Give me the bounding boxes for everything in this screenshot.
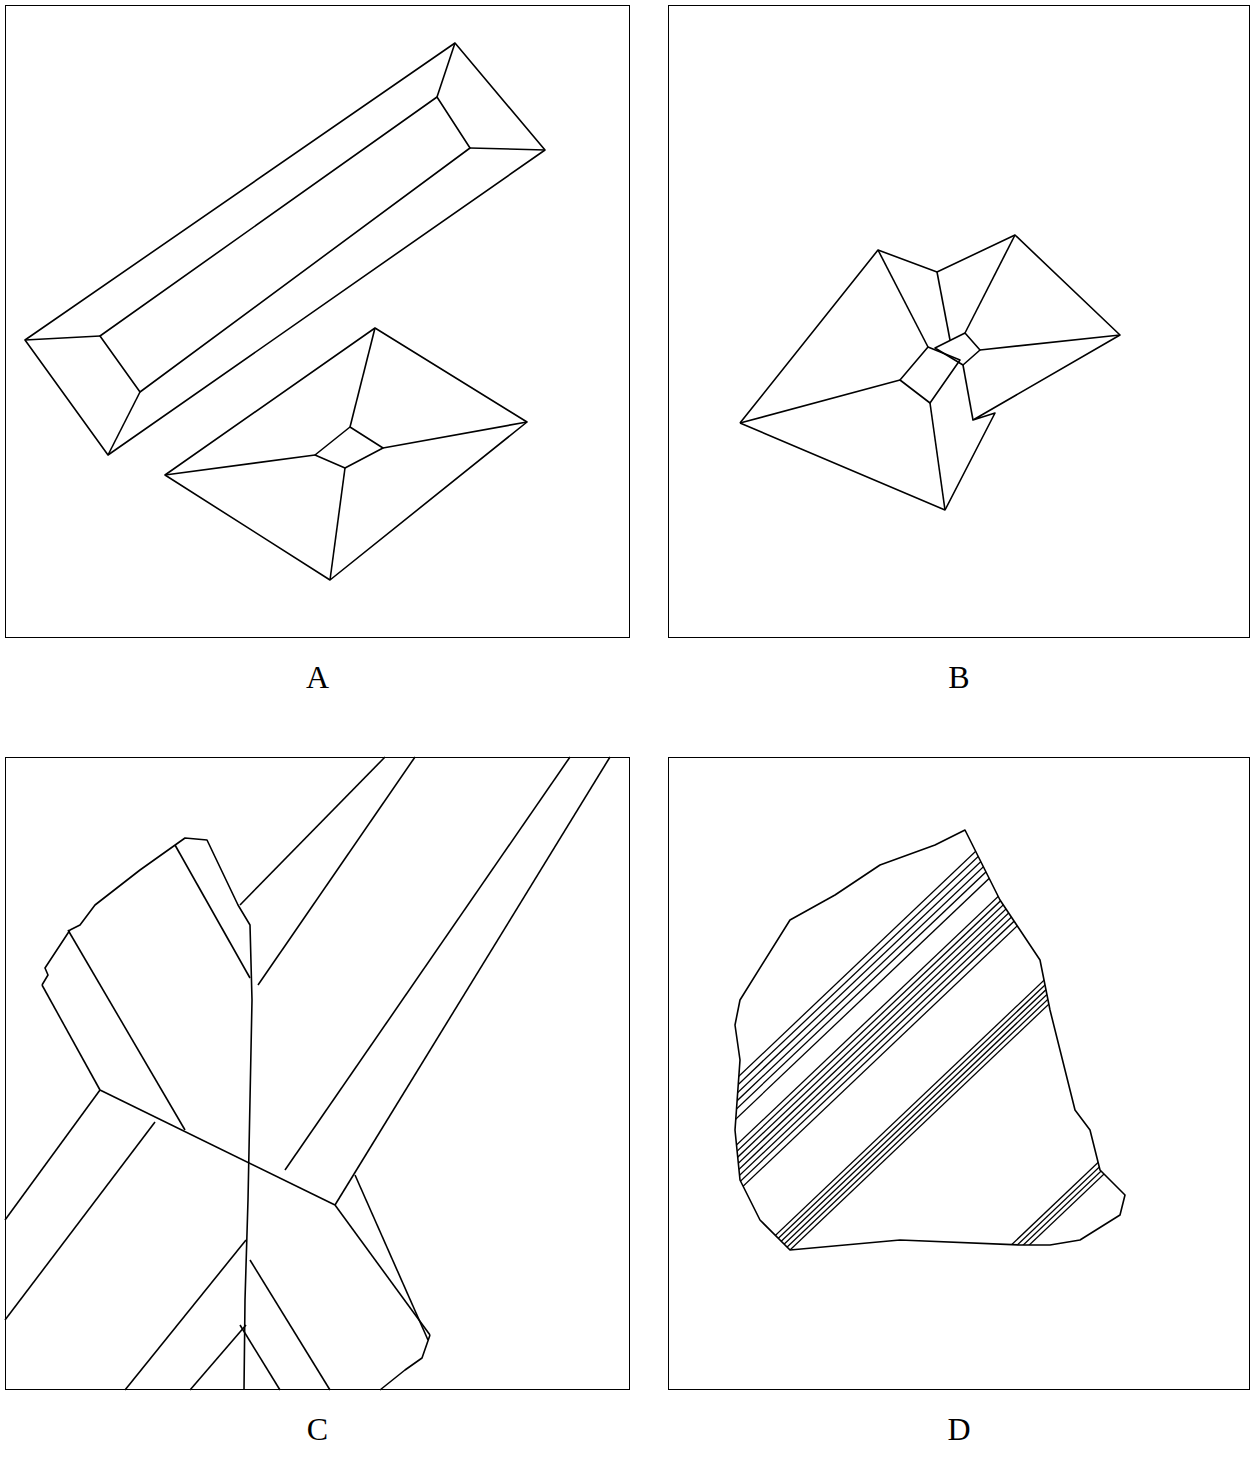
striated-fragment xyxy=(556,775,1255,1250)
panel-label: B xyxy=(669,661,1249,693)
panel-label: A xyxy=(6,661,629,693)
figure-panel: B xyxy=(668,5,1250,638)
panel-label: C xyxy=(6,1413,629,1445)
figure-panel: C xyxy=(5,757,630,1390)
figure-panel: A xyxy=(5,5,630,638)
panel-label: D xyxy=(669,1413,1249,1445)
pyramid-crystal xyxy=(165,328,527,580)
crossed-crystals xyxy=(5,757,610,1390)
twinned-crystal xyxy=(740,235,1120,510)
figure-panel: D xyxy=(668,757,1250,1390)
prism-crystal xyxy=(25,43,545,455)
